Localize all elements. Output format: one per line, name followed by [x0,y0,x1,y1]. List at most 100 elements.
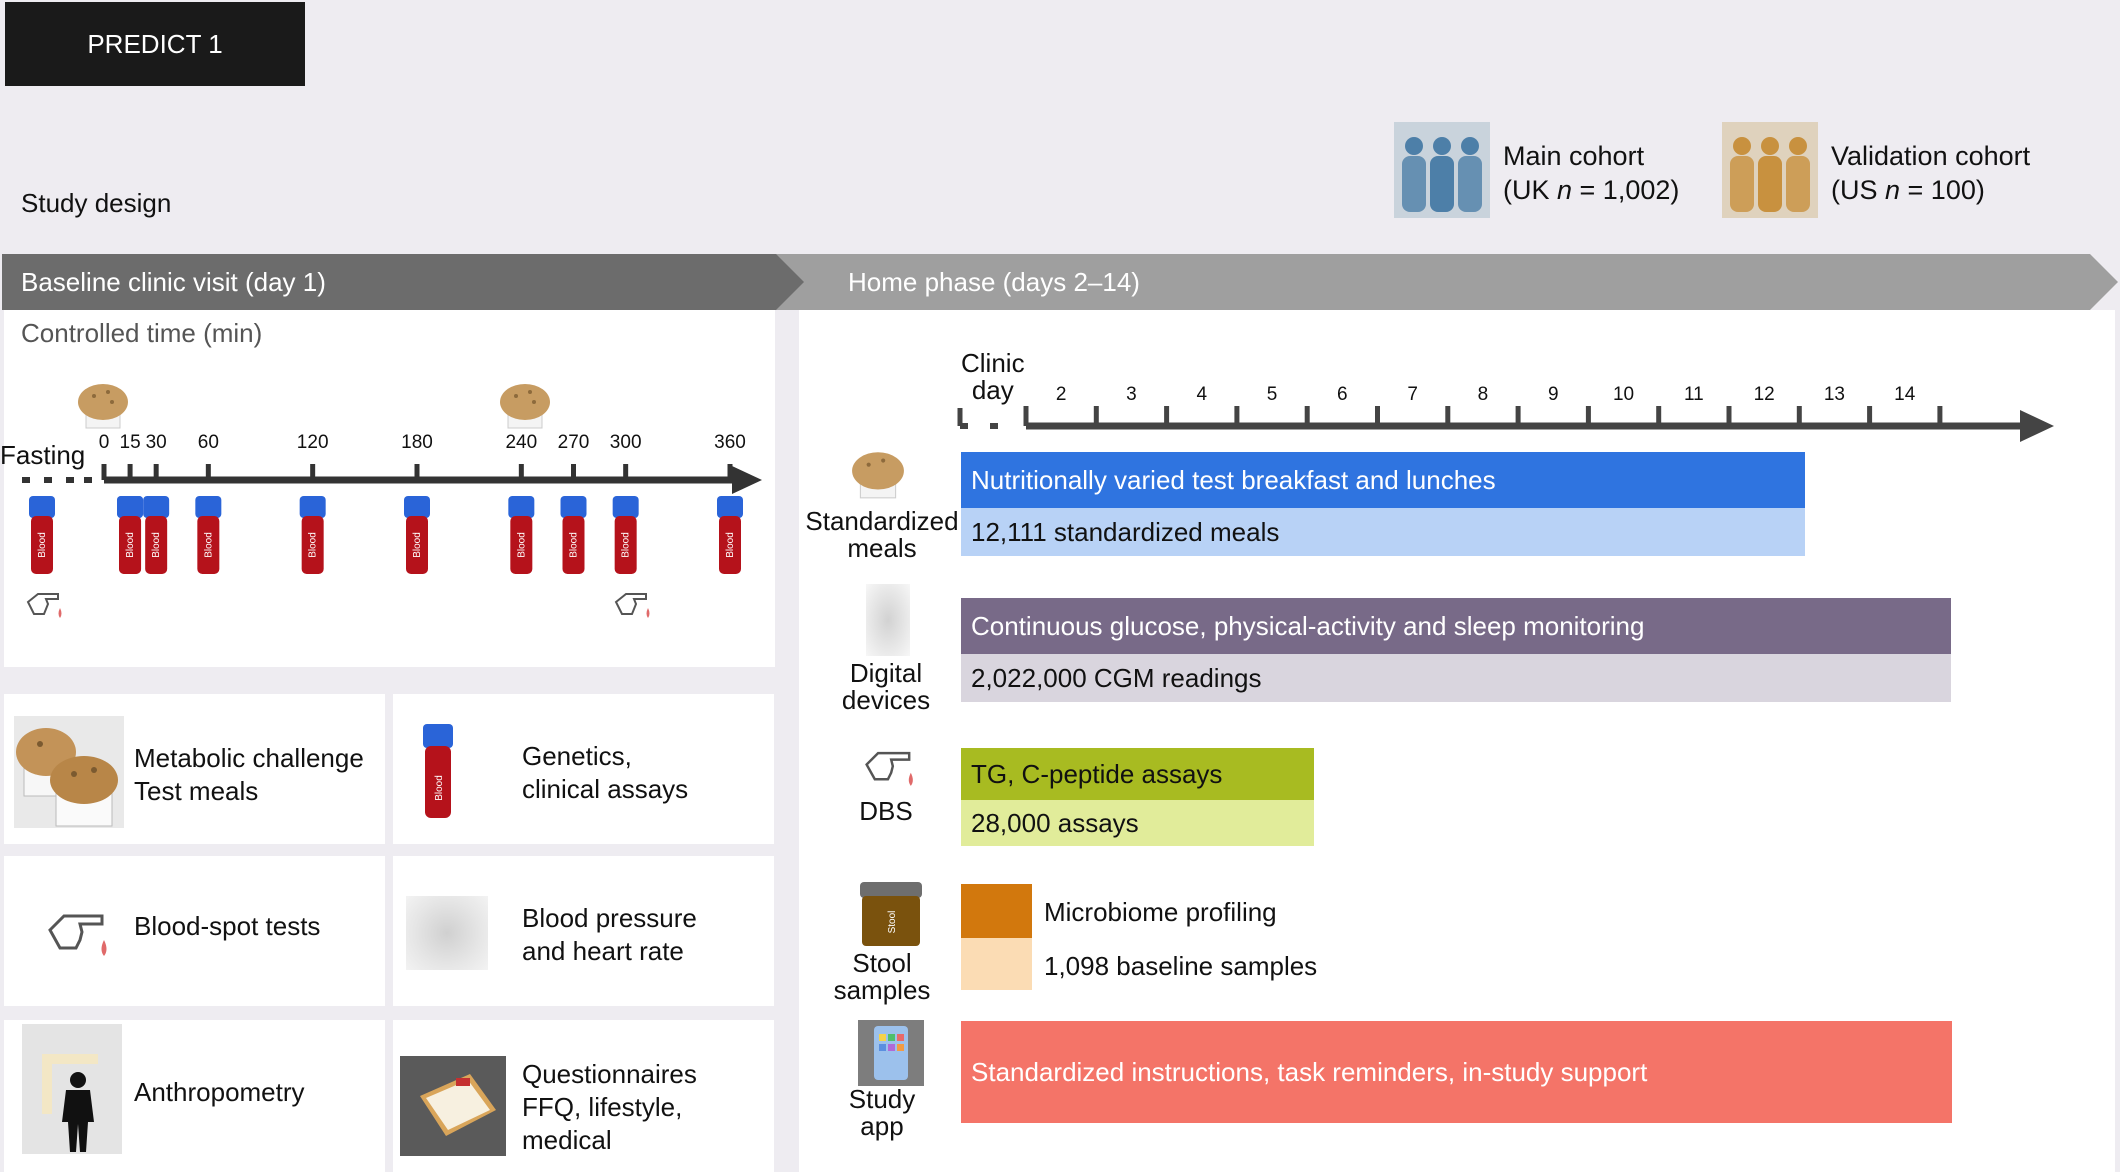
fasting-dot [44,477,52,483]
day-axis-arrowhead [2020,410,2054,442]
vial-label: Blood [203,532,214,558]
blood-vial-icon: Blood [612,496,639,574]
person-figure [1758,156,1782,212]
svg-text:Blood: Blood [434,775,445,801]
muffins-icon [14,716,124,828]
time-tick-label: 15 [119,432,141,453]
vial-label: Blood [516,532,527,558]
fasting-dot [66,477,74,483]
muffin-icon [852,452,904,499]
blood-pressure-icon [406,896,488,970]
devices-bottom-bar: 2,022,000 CGM readings [961,654,1951,702]
vial-body [719,516,741,574]
dbs-top-bar: TG, C-peptide assays [961,748,1314,800]
fasting-dot [22,477,30,483]
vial-body [119,516,142,574]
blood-spot-text: Blood-spot tests [134,911,321,941]
meals-bottom-bar: 12,111 standardized meals [961,508,1805,556]
svg-text:Stool: Stool [887,911,898,934]
blood-vial-icon: Blood [423,724,453,818]
blood-vial-icon: Blood [560,496,587,574]
vial-cap [612,496,639,518]
genetics-text: Genetics,clinical assays [522,741,689,804]
vial-body [145,516,168,574]
stool-top-swatch [961,884,1032,938]
time-tick-label: 240 [505,432,538,453]
finger-prick-icon [48,914,107,956]
person-figure [1433,137,1451,155]
vial-cap [299,496,326,518]
vial-cap [195,496,222,518]
vial-label: Blood [621,532,632,558]
time-tick-label: 360 [714,432,746,453]
card-blood-spot [4,856,385,1006]
day-label: 11 [1683,384,1704,405]
main-cohort-icon [1394,122,1490,223]
day-label: 12 [1753,384,1775,405]
home-day-axis [957,406,2054,442]
vial-body [562,516,585,574]
muffin-icon [78,384,128,429]
vial-label: Blood [725,532,736,558]
person-figure [1789,137,1807,155]
time-axis-arrowhead [732,466,762,494]
vial-body [31,516,53,574]
time-tick-label: 60 [197,432,219,453]
vial-label: Blood [308,532,319,558]
stool-bottom-text: 1,098 baseline samples [1044,951,1318,981]
time-tick-label: 300 [609,432,642,453]
finger-prick-icon [865,751,913,786]
card-genetics [393,694,774,844]
vial-cap [717,496,743,518]
stool-bottom-swatch [961,938,1032,990]
muffin-icon [500,384,550,429]
vial-cap [404,496,430,518]
person-figure [1730,156,1754,212]
day-label: 4 [1196,384,1208,405]
person-figure [1458,156,1482,212]
time-tick-label: 30 [145,432,167,453]
stool-vial-icon: Stool [860,882,922,946]
person-figure [1405,137,1423,155]
day-label: 8 [1477,384,1489,405]
person-figure [1761,137,1779,155]
vial-body [301,516,324,574]
blood-vial-icon: Blood [299,496,326,574]
home-phase-label: Home phase (days 2–14) [848,267,1140,297]
controlled-time-title: Controlled time (min) [21,318,263,348]
vial-cap [117,496,144,518]
predict-tab[interactable]: PREDICT 1 [5,2,305,86]
time-tick-label: 180 [401,432,433,453]
clipboard-icon [400,1056,506,1156]
clinic-day-dot [960,423,968,429]
blood-vial-icon: Blood [404,496,430,574]
phase-banner [2,254,2118,310]
app-bar: Standardized instructions, task reminder… [961,1021,1952,1123]
stool-top-text: Microbiome profiling [1044,897,1277,927]
blood-vial-icon: Blood [29,496,55,574]
fasting-label: Fasting [0,440,86,470]
person-figure [1402,156,1426,212]
person-figure [1786,156,1810,212]
validation-cohort-icon [1722,122,1818,223]
day-label: 2 [1055,384,1067,405]
day-label: 9 [1547,384,1559,405]
vial-label: Blood [37,532,48,558]
vial-body [510,516,533,574]
vial-cap [143,496,170,518]
blood-vial-icon: Blood [717,496,743,574]
vial-label: Blood [151,532,162,558]
meals-top-bar: Nutritionally varied test breakfast and … [961,452,1805,508]
finger-prick-icon [614,593,650,618]
person-figure [1733,137,1751,155]
cgm-device-icon [866,584,910,656]
